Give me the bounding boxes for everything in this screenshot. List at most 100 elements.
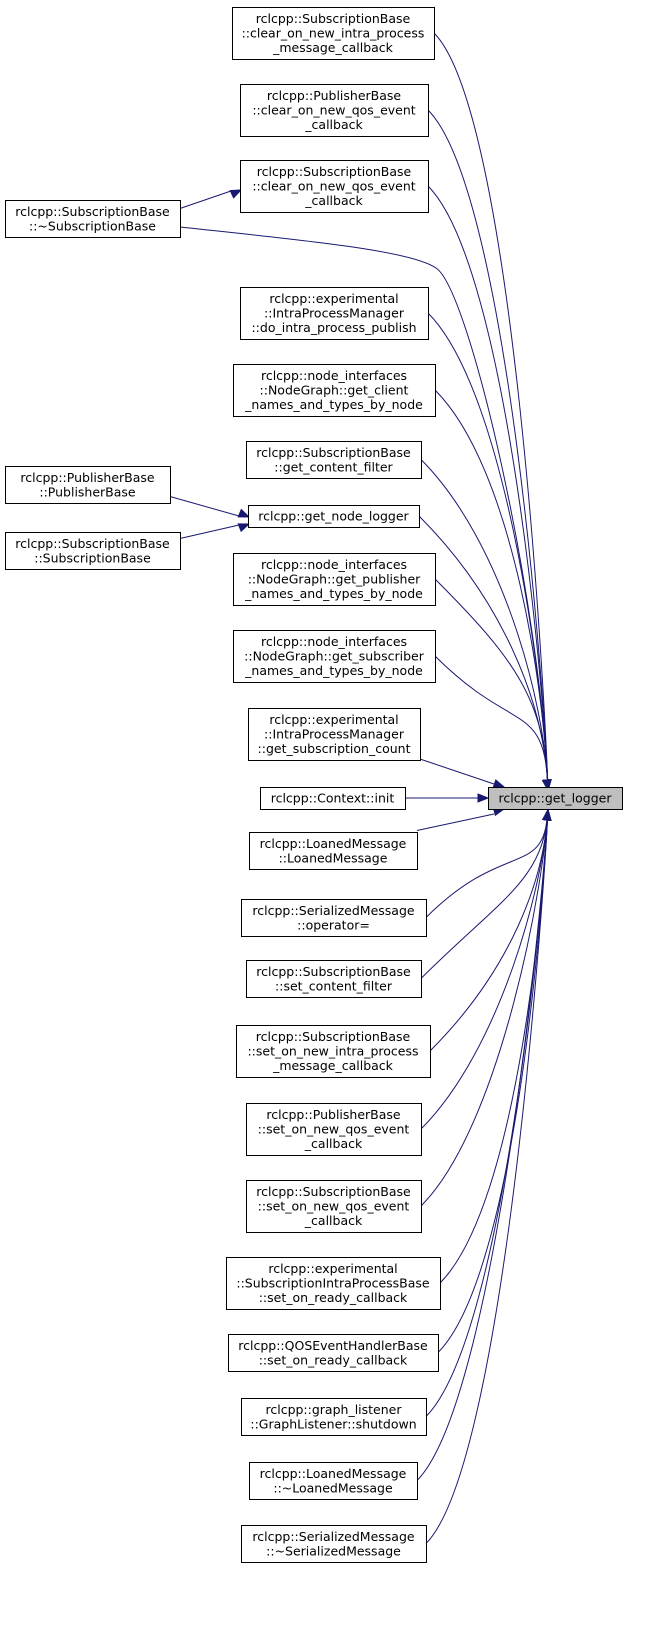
node-sb-set-qos[interactable]: rclcpp::SubscriptionBase::set_on_new_qos… [246, 1180, 422, 1233]
node-ipm-count[interactable]: rclcpp::experimental::IntraProcessManage… [248, 708, 421, 761]
node-sb-clear-intra[interactable]: rclcpp::SubscriptionBase::clear_on_new_i… [232, 7, 435, 60]
node-label-line: rclcpp::PublisherBase [267, 88, 402, 103]
node-label-line: _names_and_types_by_node [244, 663, 423, 678]
call-graph-edges [169, 32, 552, 1544]
node-box [5, 532, 181, 570]
node-sb-ctor[interactable]: rclcpp::SubscriptionBase::SubscriptionBa… [5, 532, 181, 570]
edge-context_init-to-get_logger [405, 793, 490, 803]
node-box [233, 364, 436, 417]
node-label-line: _message_callback [272, 1058, 394, 1073]
node-label-line: rclcpp::node_interfaces [261, 368, 407, 383]
node-label-line: rclcpp::PublisherBase [266, 1107, 401, 1122]
node-label-line: ::set_on_ready_callback [259, 1352, 408, 1367]
node-box [241, 1398, 427, 1436]
node-box [226, 1257, 441, 1310]
node-label-line: ::get_content_filter [274, 459, 393, 474]
node-label-line: ::NodeGraph::get_publisher [248, 572, 421, 587]
edge-gl_shutdown-to-get_logger [425, 807, 552, 1417]
node-label-line: rclcpp::SubscriptionBase [15, 204, 170, 219]
edge-qos_ready-to-get_logger [437, 807, 552, 1353]
node-label-line: _names_and_types_by_node [244, 586, 423, 601]
node-label-line: rclcpp::graph_listener [265, 1402, 402, 1417]
node-box [5, 200, 181, 238]
node-box [249, 832, 418, 870]
node-box [228, 1334, 439, 1372]
node-label-line: _callback [304, 117, 363, 132]
node-label-line: rclcpp::LoanedMessage [260, 1466, 407, 1481]
node-get-node-logger[interactable]: rclcpp::get_node_logger [248, 505, 420, 528]
node-label-line: ::~SubscriptionBase [29, 218, 156, 233]
node-gl-shutdown[interactable]: rclcpp::graph_listener::GraphListener::s… [241, 1398, 427, 1436]
node-context-init[interactable]: rclcpp::Context::init [260, 787, 406, 810]
node-label-line: _callback [304, 193, 363, 208]
edge-sipb_ready-to-get_logger [439, 807, 552, 1284]
node-label-line: ::IntraProcessManager [264, 306, 405, 321]
node-label-line: _names_and_types_by_node [244, 397, 423, 412]
node-box [246, 441, 422, 479]
node-label-line: rclcpp::experimental [268, 1261, 397, 1276]
edge-sb_clear_intra-to-get_logger [433, 32, 552, 792]
node-label-line: ::IntraProcessManager [264, 727, 405, 742]
node-ng-client[interactable]: rclcpp::node_interfaces::NodeGraph::get_… [233, 364, 436, 417]
node-box [232, 7, 435, 60]
edge-sm_dtor-to-get_logger [425, 807, 552, 1544]
node-sb-dtor[interactable]: rclcpp::SubscriptionBase::~SubscriptionB… [5, 200, 181, 238]
node-box [240, 160, 429, 213]
node-pb-ctor[interactable]: rclcpp::PublisherBase::PublisherBase [5, 466, 171, 504]
node-label-line: ::set_on_ready_callback [259, 1290, 408, 1305]
node-sipb-ready[interactable]: rclcpp::experimental::SubscriptionIntraP… [226, 1257, 441, 1310]
edge-pb_set_qos-to-get_logger [420, 807, 552, 1130]
edge-ipm_publish-to-get_logger [427, 312, 552, 792]
node-box [240, 287, 429, 340]
node-label-line: ::set_on_new_qos_event [258, 1122, 410, 1137]
node-label-line: rclcpp::LoanedMessage [260, 836, 407, 851]
node-label-line: ::NodeGraph::get_subscriber [244, 649, 425, 664]
node-label-line: _callback [304, 1213, 363, 1228]
node-label-line: rclcpp::SubscriptionBase [257, 164, 412, 179]
node-sm-assign[interactable]: rclcpp::SerializedMessage::operator= [241, 899, 427, 937]
node-label-line: ::do_intra_process_publish [251, 320, 416, 335]
node-label-line: rclcpp::node_interfaces [261, 634, 407, 649]
node-box [236, 1025, 431, 1078]
node-pb-set-qos[interactable]: rclcpp::PublisherBase::set_on_new_qos_ev… [246, 1103, 422, 1156]
node-box [233, 553, 436, 606]
node-box [5, 466, 171, 504]
node-box [488, 787, 623, 810]
node-sb-get-filter[interactable]: rclcpp::SubscriptionBase::get_content_fi… [246, 441, 422, 479]
node-box [241, 899, 427, 937]
node-label-line: rclcpp::node_interfaces [261, 557, 407, 572]
node-label-line: rclcpp::get_logger [499, 791, 613, 806]
node-label-line: rclcpp::experimental [269, 291, 398, 306]
node-sb-set-filter[interactable]: rclcpp::SubscriptionBase::set_content_fi… [246, 960, 422, 998]
node-label-line: rclcpp::QOSEventHandlerBase [238, 1338, 428, 1353]
node-label-line: rclcpp::SubscriptionBase [256, 445, 411, 460]
node-label-line: ::~SerializedMessage [266, 1543, 401, 1558]
edge-pb_ctor-to-get_node_logger [169, 496, 251, 518]
node-pb-clear-qos[interactable]: rclcpp::PublisherBase::clear_on_new_qos_… [240, 84, 429, 137]
node-label-line: ::clear_on_new_qos_event [252, 179, 415, 194]
edge-ipm_count-to-get_logger [419, 758, 506, 789]
node-ng-subscriber[interactable]: rclcpp::node_interfaces::NodeGraph::get_… [233, 630, 436, 683]
node-ng-publisher[interactable]: rclcpp::node_interfaces::NodeGraph::get_… [233, 553, 436, 606]
node-label-line: ::set_on_new_intra_process [247, 1044, 418, 1059]
node-label-line: rclcpp::experimental [269, 712, 398, 727]
node-sb-clear-qos[interactable]: rclcpp::SubscriptionBase::clear_on_new_q… [240, 160, 429, 213]
node-label-line: ::operator= [297, 917, 370, 932]
node-label-line: ::get_subscription_count [258, 741, 411, 756]
node-label-line: ::SubscriptionIntraProcessBase [236, 1276, 430, 1291]
node-ipm-publish[interactable]: rclcpp::experimental::IntraProcessManage… [240, 287, 429, 340]
node-sm-dtor[interactable]: rclcpp::SerializedMessage::~SerializedMe… [241, 1525, 427, 1563]
node-sb-set-intra[interactable]: rclcpp::SubscriptionBase::set_on_new_int… [236, 1025, 431, 1078]
node-label-line: ::~LoanedMessage [273, 1480, 393, 1495]
node-qos-ready[interactable]: rclcpp::QOSEventHandlerBase::set_on_read… [228, 1334, 439, 1372]
node-label-line: ::clear_on_new_qos_event [252, 103, 415, 118]
node-box [246, 960, 422, 998]
node-lm-ctor[interactable]: rclcpp::LoanedMessage::LoanedMessage [249, 832, 418, 870]
node-box [246, 1103, 422, 1156]
node-lm-dtor[interactable]: rclcpp::LoanedMessage::~LoanedMessage [249, 1462, 418, 1500]
node-label-line: ::clear_on_new_intra_process [242, 26, 425, 41]
node-label-line: rclcpp::SubscriptionBase [256, 1029, 411, 1044]
edge-sb_clear_qos-to-get_logger [427, 185, 552, 792]
node-get-logger[interactable]: rclcpp::get_logger [488, 787, 623, 810]
